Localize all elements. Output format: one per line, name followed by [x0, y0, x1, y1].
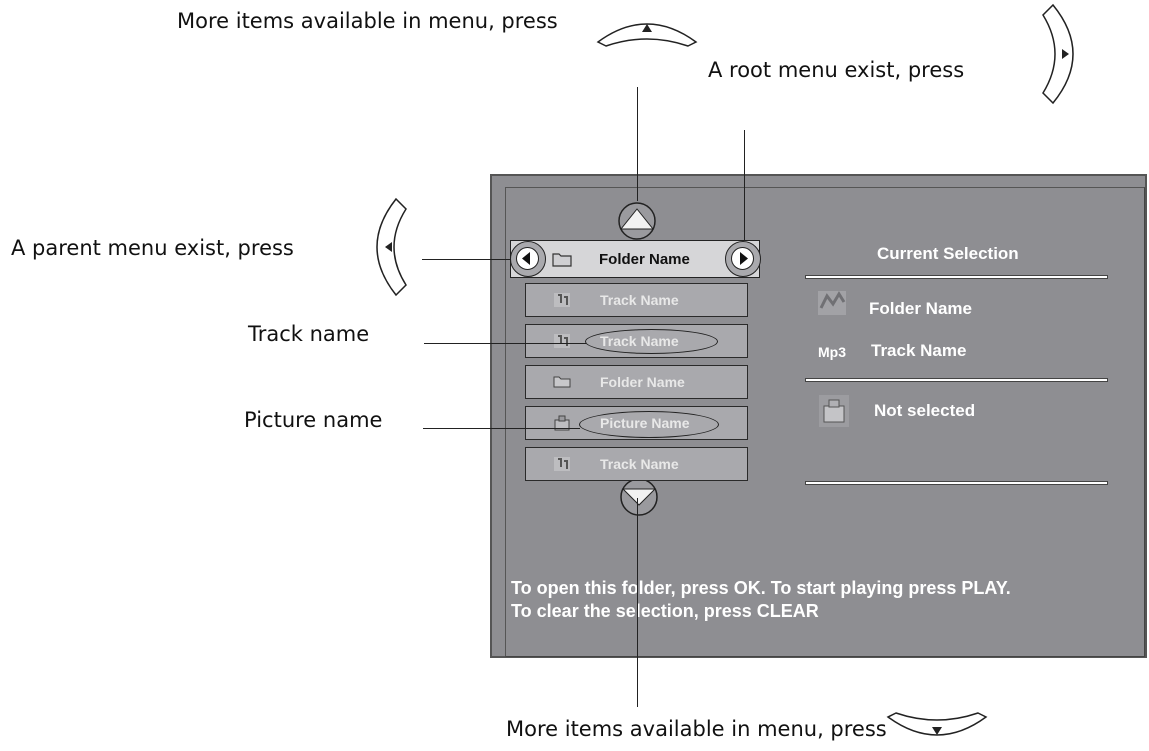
callout-track-name: Track name: [248, 322, 370, 346]
down-arrow-icon: [620, 478, 658, 516]
list-item[interactable]: Track Name: [525, 447, 748, 481]
current-folder-label: Folder Name: [599, 251, 690, 268]
folder-icon: [552, 253, 572, 267]
picture-thumbnail-icon: [819, 395, 849, 427]
parent-menu-arrow[interactable]: [510, 241, 546, 277]
picture-name-highlight: [579, 411, 719, 438]
list-item[interactable]: Track Name: [525, 283, 748, 317]
music-file-icon: [554, 457, 570, 471]
callout-root-menu: A root menu exist, press: [708, 58, 965, 82]
scroll-down-indicator[interactable]: [619, 477, 659, 517]
selected-track-name: Track Name: [871, 341, 967, 360]
leader-line-track: [424, 343, 586, 344]
callout-more-items-down: More items available in menu, press: [506, 717, 887, 741]
list-item-label: Track Name: [600, 456, 679, 472]
mp3-badge: Mp3: [818, 344, 846, 360]
selected-folder-name: Folder Name: [869, 299, 972, 318]
left-arrow-icon: [516, 247, 539, 270]
current-selection-title: Current Selection: [877, 244, 1019, 263]
list-item-label: Folder Name: [600, 374, 685, 390]
picture-selection-status: Not selected: [874, 401, 976, 420]
picture-file-icon: [554, 415, 570, 431]
right-arrow-icon: [731, 247, 754, 270]
instruction-line-1: To open this folder, press OK. To start …: [511, 578, 1011, 598]
folder-icon: [553, 376, 571, 388]
current-folder-row[interactable]: Folder Name: [510, 240, 760, 278]
track-name-highlight: [585, 329, 718, 354]
folder-thumbnail-icon: [818, 291, 846, 315]
root-menu-arrow[interactable]: [725, 241, 761, 277]
left-key-icon: [376, 197, 407, 297]
divider: [805, 275, 1108, 279]
divider: [805, 378, 1108, 382]
leader-line-root: [744, 130, 745, 240]
instruction-line-2: To clear the selection, press CLEAR: [511, 601, 819, 621]
up-key-icon: [596, 23, 698, 47]
leader-line-picture: [423, 428, 580, 429]
list-item-label: Track Name: [600, 292, 679, 308]
right-key-icon: [1042, 3, 1074, 105]
music-file-icon: [554, 293, 570, 307]
leader-line-down: [637, 498, 638, 707]
callout-more-items-up: More items available in menu, press: [177, 9, 558, 33]
callout-picture-name: Picture name: [244, 408, 383, 432]
divider: [805, 481, 1108, 485]
down-key-icon: [886, 712, 988, 736]
leader-line-up: [637, 87, 638, 201]
up-arrow-icon: [618, 202, 656, 240]
callout-parent-menu: A parent menu exist, press: [11, 236, 294, 260]
music-file-icon: [554, 334, 570, 348]
leader-line-parent: [422, 259, 510, 260]
scroll-up-indicator[interactable]: [617, 201, 657, 241]
list-item[interactable]: Folder Name: [525, 365, 748, 399]
